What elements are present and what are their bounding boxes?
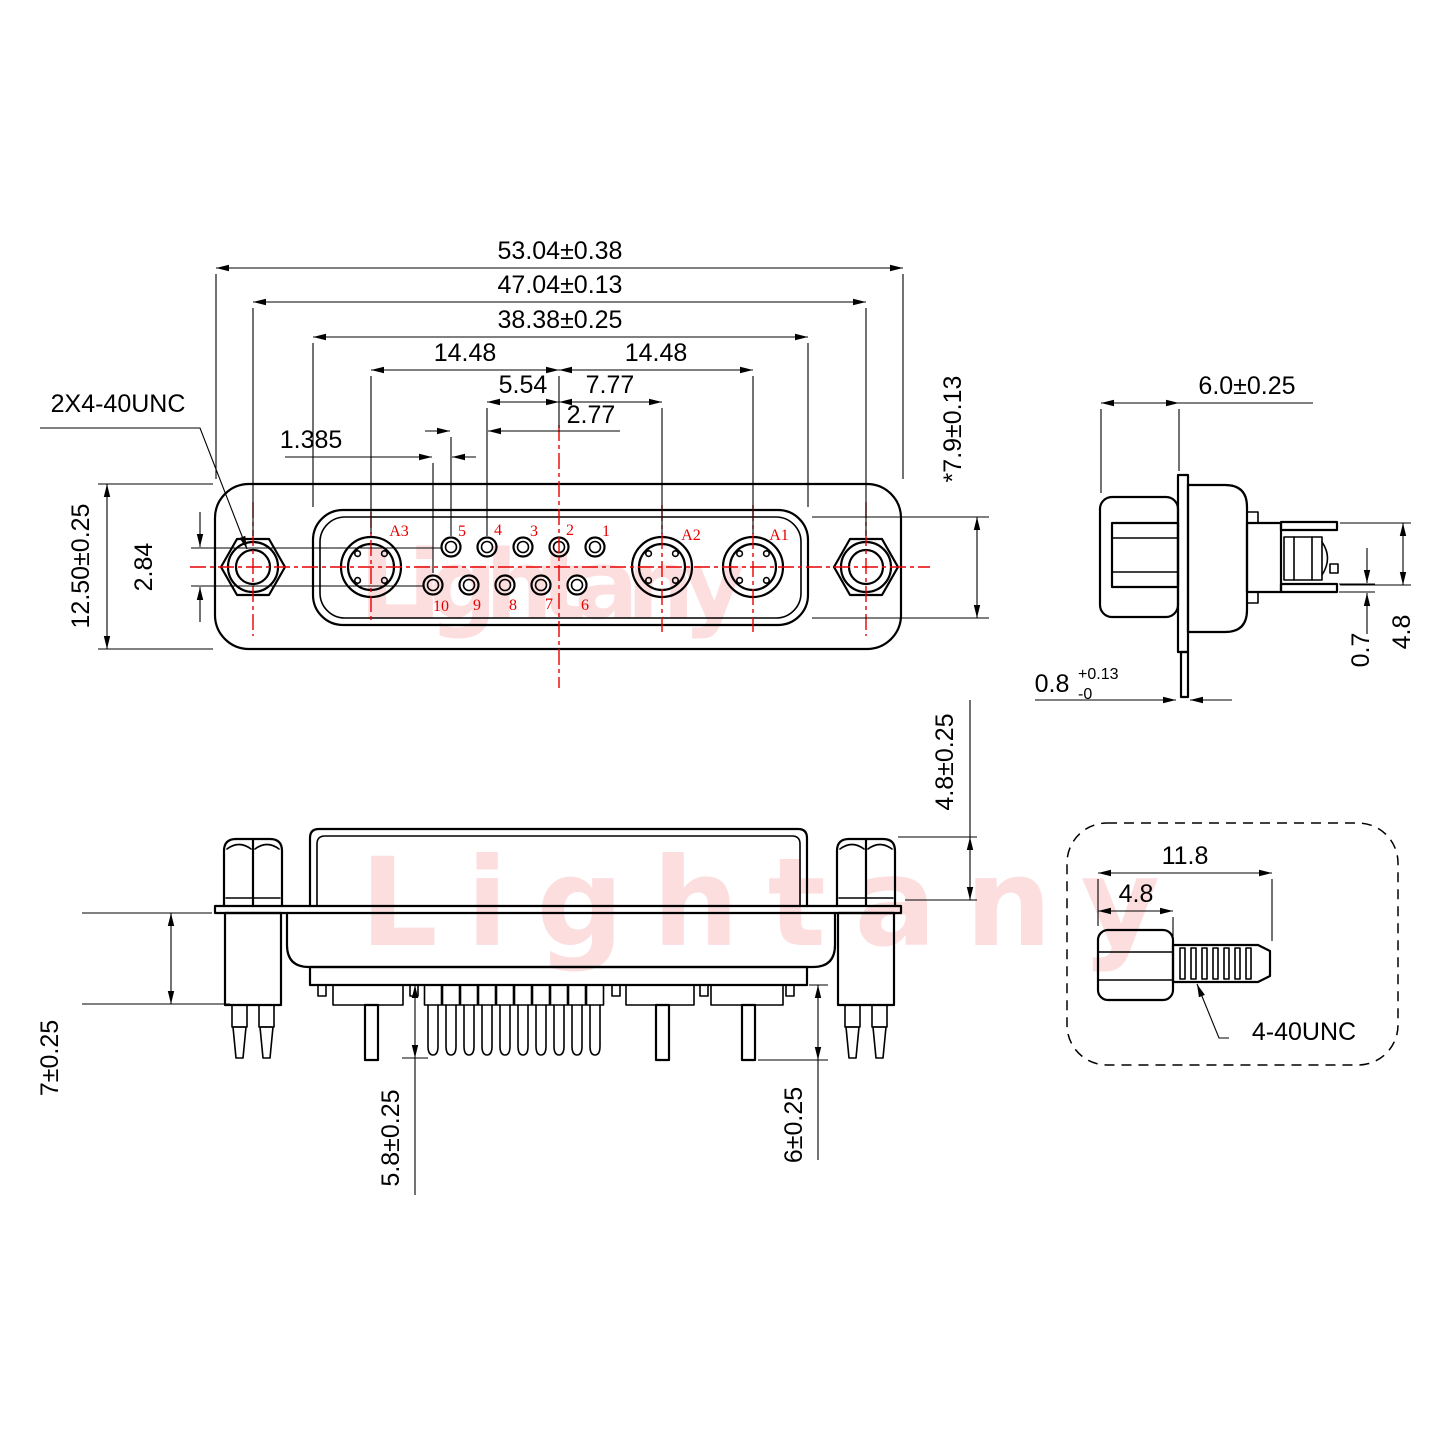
label-pin-8: 8 <box>509 597 517 614</box>
mount-plate-lower <box>1179 650 1190 699</box>
dim-post-length: 7±0.25 <box>36 1020 64 1096</box>
hood-inner <box>316 835 801 907</box>
screw-dimension-texts: 11.8 4.8 4-40UNC <box>1119 842 1356 1046</box>
mount-plate <box>1176 473 1190 654</box>
label-a3: A3 <box>389 523 409 540</box>
bottom-dimension-texts: 7±0.25 5.8±0.25 6±0.25 4.8±0.25 <box>36 713 959 1186</box>
label-a1: A1 <box>769 527 789 544</box>
bottom-dimension-lines <box>167 700 974 1195</box>
thread-lines <box>1179 947 1252 980</box>
socket-row <box>317 984 795 1006</box>
side-extension-lines <box>1100 409 1411 593</box>
coax-pin-legs <box>363 1003 757 1062</box>
detail-border <box>1066 822 1399 1066</box>
thread-callout: 2X4-40UNC <box>51 390 186 418</box>
label-pin-5: 5 <box>458 523 466 540</box>
label-pin-2: 2 <box>566 522 574 539</box>
screw-extension-lines <box>1097 879 1273 941</box>
dim-standoff-height: 4.8±0.25 <box>931 713 959 810</box>
dim-row-gap: 2.84 <box>130 543 158 592</box>
side-view: 6.0±0.25 0.8 +0.13 -0 0.7 4.8 <box>1035 372 1416 704</box>
screw-dimension-lines <box>1098 869 1272 1039</box>
dim-depth: 6.0±0.25 <box>1198 372 1295 400</box>
label-pin-3: 3 <box>530 523 538 540</box>
bottom-view: 7±0.25 5.8±0.25 6±0.25 4.8±0.25 <box>36 700 977 1195</box>
dim-flange-height: 12.50±0.25 <box>67 504 95 629</box>
label-a2: A2 <box>681 527 701 544</box>
dim-mount-spacing: 47.04±0.13 <box>498 271 623 299</box>
dim-1-385: 1.385 <box>280 426 343 454</box>
pin-labels: A3 A2 A1 5 4 3 2 1 10 9 8 7 6 <box>389 522 789 615</box>
dim-plate-thickness-sub: -0 <box>1078 686 1092 703</box>
dim-2-77: 2.77 <box>567 401 616 429</box>
side-dimension-texts: 6.0±0.25 0.8 +0.13 -0 0.7 4.8 <box>1035 372 1416 703</box>
insulator-profile <box>1245 521 1283 594</box>
dim-contact-thickness: 0.7 <box>1347 633 1375 668</box>
label-pin-1: 1 <box>602 523 610 540</box>
label-pin-4: 4 <box>494 522 502 539</box>
hexnut-profile <box>1110 521 1180 589</box>
screw-shank <box>1171 943 1272 984</box>
dim-5-54: 5.54 <box>499 371 548 399</box>
flange-plate <box>213 904 903 915</box>
pin-row-bottom <box>422 574 588 596</box>
side-dimension-lines <box>1035 399 1407 704</box>
front-dimension-texts: 53.04±0.38 47.04±0.13 38.38±0.25 14.48 1… <box>51 237 967 628</box>
dim-shell-width: 38.38±0.25 <box>498 306 623 334</box>
standoff-left <box>222 837 284 908</box>
label-pin-9: 9 <box>473 597 481 614</box>
watermark-text-bottom: Lightany <box>360 832 1160 974</box>
dim-7-77: 7.77 <box>586 371 635 399</box>
contact-plate-top <box>1279 520 1339 532</box>
dim-14-right: 14.48 <box>625 339 688 367</box>
label-pin-6: 6 <box>581 597 589 614</box>
front-extension-lines <box>98 274 989 650</box>
dim-pin-length: 5.8±0.25 <box>377 1089 405 1186</box>
dim-overall-width: 53.04±0.38 <box>498 237 623 265</box>
front-dimension-lines <box>40 264 981 649</box>
shell-profile <box>1186 483 1249 634</box>
front-view: A3 A2 A1 5 4 3 2 1 10 9 8 7 6 <box>40 237 989 688</box>
dim-14-left: 14.48 <box>434 339 497 367</box>
screw-detail: 11.8 4.8 4-40UNC <box>1066 822 1399 1066</box>
standoff-screw-left <box>223 911 283 1059</box>
pin-row-top <box>440 536 606 558</box>
label-pin-10: 10 <box>433 598 449 615</box>
bottom-extension-lines <box>82 836 977 1061</box>
dim-shell-height: *7.9±0.13 <box>939 376 967 483</box>
standoff-screw-right <box>836 911 896 1059</box>
dim-screw-total: 11.8 <box>1162 842 1209 870</box>
dim-screw-hex: 4.8 <box>1119 880 1154 908</box>
socket-contact <box>1283 536 1339 581</box>
dim-contact-span: 4.8 <box>1388 615 1416 650</box>
dim-bigpin-length: 6±0.25 <box>780 1087 808 1163</box>
hood-outer <box>308 827 809 908</box>
solder-pins <box>427 1004 601 1056</box>
contact-plate-bottom <box>1279 582 1339 594</box>
thread-label: 4-40UNC <box>1252 1018 1356 1046</box>
standoff-right <box>835 837 897 908</box>
label-pin-7: 7 <box>545 596 553 613</box>
dim-plate-thickness-sup: +0.13 <box>1078 666 1119 683</box>
dim-plate-thickness: 0.8 <box>1035 670 1070 698</box>
